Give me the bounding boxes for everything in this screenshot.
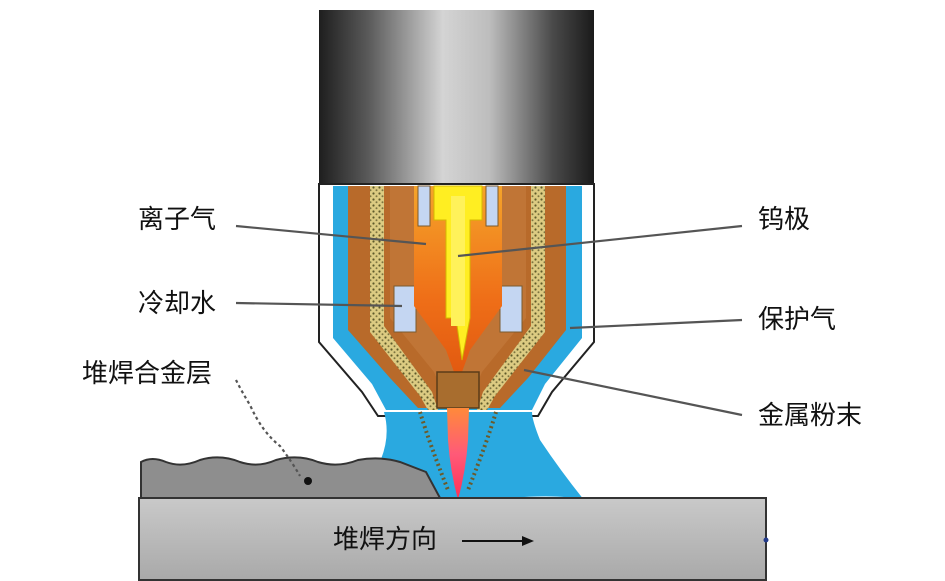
base-plate	[138, 497, 767, 581]
plasma-arc	[447, 408, 469, 500]
cladding-point-marker	[304, 477, 312, 485]
label-welding-direction: 堆焊方向	[333, 525, 437, 555]
electrode-rod	[451, 196, 465, 326]
leader-cooling-water	[235, 301, 403, 308]
cooling-vent-right	[499, 285, 523, 333]
label-cooling-water: 冷却水	[138, 289, 216, 319]
leader-cladding-layer	[235, 379, 301, 477]
leader-ion-gas	[235, 224, 427, 246]
label-shielding-gas: 保护气	[758, 305, 836, 335]
direction-arrow	[462, 536, 534, 546]
torch-cap	[319, 10, 594, 184]
label-tungsten-electrode: 钨极	[758, 205, 810, 235]
electrode-holder-right	[485, 185, 499, 227]
label-ion-gas: 离子气	[138, 205, 216, 235]
electrode-holder-left	[417, 185, 431, 227]
leader-shielding-gas	[569, 318, 743, 330]
cooling-vent-left	[393, 285, 417, 333]
leader-metal-powder	[523, 368, 743, 417]
powder-channel-left	[370, 186, 438, 410]
powder-nozzle-exit	[436, 371, 480, 409]
powder-channel-right	[477, 186, 545, 410]
leader-electrode	[457, 224, 743, 258]
label-metal-powder: 金属粉末	[758, 401, 862, 431]
plate-edge-dot	[763, 537, 769, 543]
cladding-layer	[140, 456, 442, 499]
label-cladding-layer: 堆焊合金层	[82, 359, 212, 389]
